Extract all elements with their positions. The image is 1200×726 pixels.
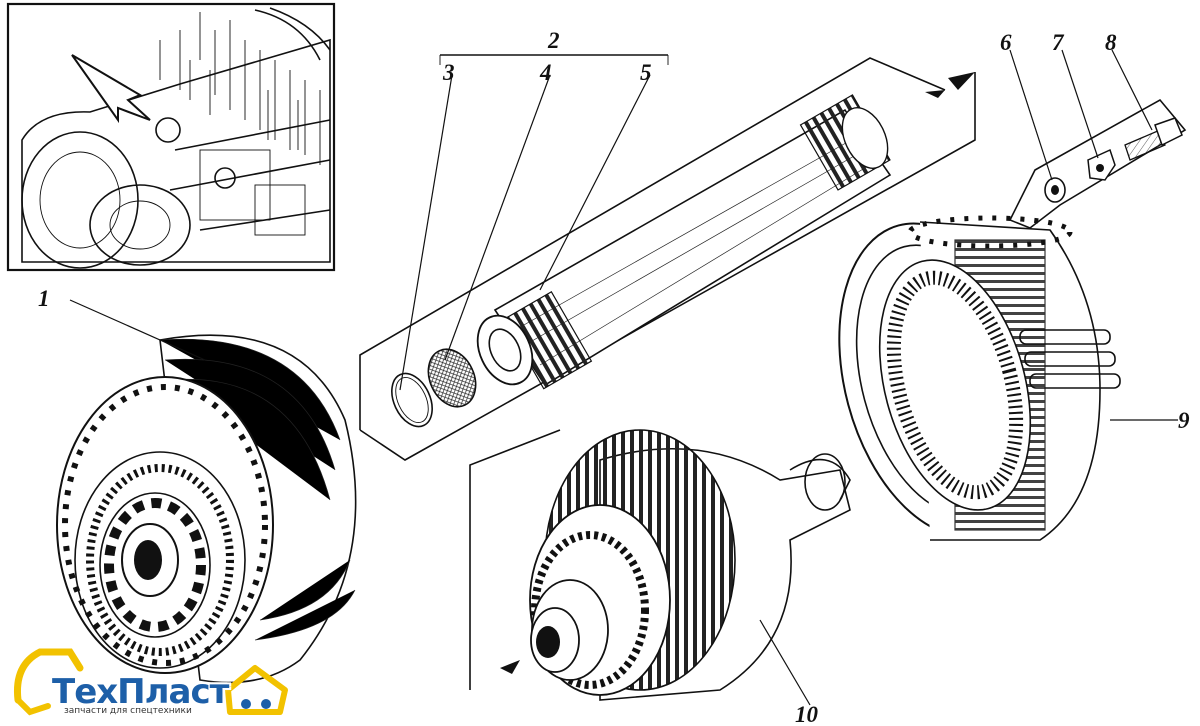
brand-name: ТехПласт — [52, 672, 229, 712]
brand-tagline: запчасти для спецтехники — [64, 706, 192, 716]
shaft-group-frame — [359, 54, 976, 461]
callout-2: 2 — [547, 28, 560, 53]
splined-shaft — [476, 94, 892, 390]
lock-washer — [1087, 148, 1116, 181]
callout-8: 8 — [1105, 30, 1117, 55]
brand-logo-mark — [13, 648, 288, 716]
callout-3: 3 — [442, 60, 455, 85]
gear-carrier-assembly — [469, 429, 851, 701]
callout-4: 4 — [539, 60, 552, 85]
bolt — [1124, 117, 1183, 161]
location-inset — [6, 2, 336, 272]
callout-6: 6 — [1000, 30, 1012, 55]
friction-clutch-pack — [838, 215, 1121, 541]
callout-7: 7 — [1052, 30, 1065, 55]
callout-5: 5 — [640, 60, 652, 85]
washer — [1044, 177, 1066, 203]
mesh-filter-disc — [427, 348, 477, 408]
callout-9: 9 — [1178, 408, 1190, 433]
leader-lines — [69, 49, 1178, 706]
callout-1: 1 — [38, 286, 50, 311]
planetary-gear-housing — [56, 334, 357, 684]
callout-10: 10 — [795, 702, 819, 726]
